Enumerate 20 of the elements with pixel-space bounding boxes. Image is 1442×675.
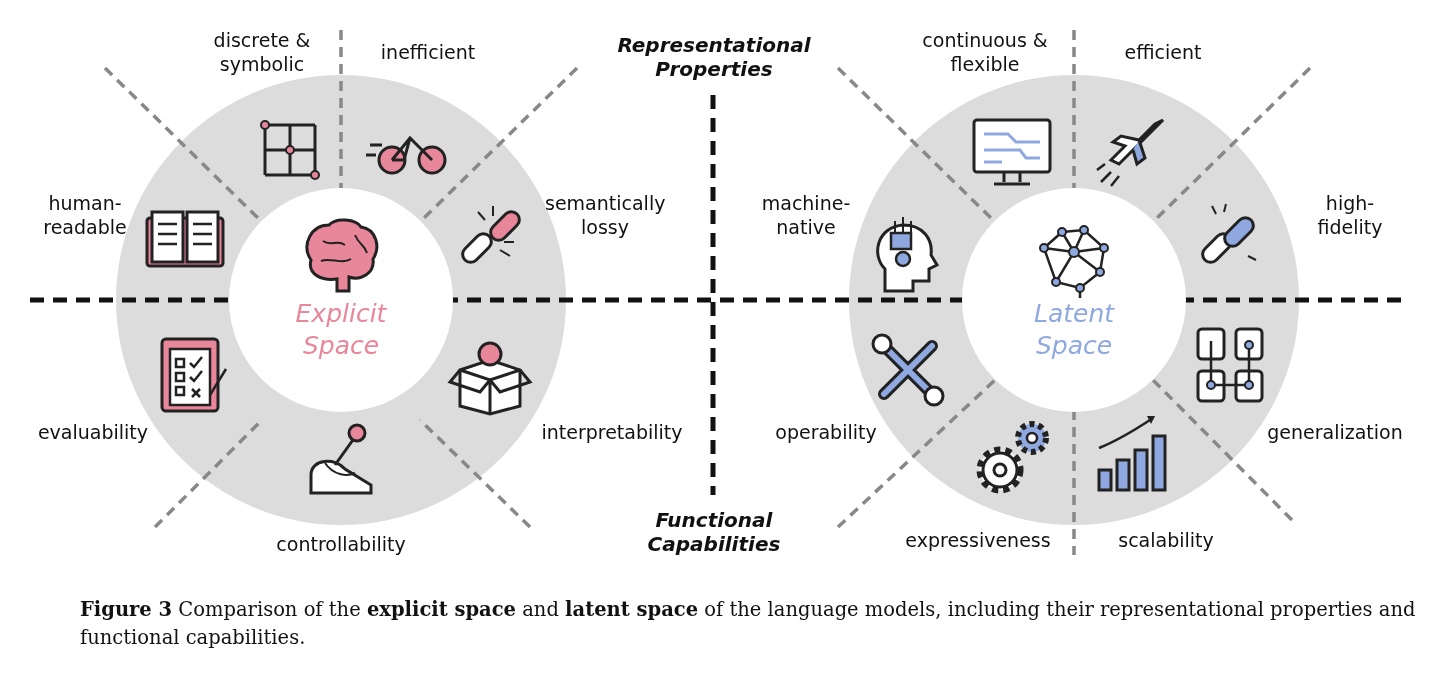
section-heading: Representational Properties [616, 33, 812, 81]
property-label: machine-native [760, 191, 852, 239]
figure-caption: Figure 3 Comparison of the explicit space and latent space of the language models, including their representational properties and functional capabilities. [80, 597, 1417, 651]
property-label: generalization [1266, 420, 1404, 444]
property-label: interpretability [540, 420, 684, 444]
property-label: efficient [1123, 40, 1203, 64]
property-label: continuous & flexible [921, 28, 1049, 76]
property-label: controllability [275, 532, 407, 556]
property-label: human-readable [42, 191, 128, 239]
space-title: Latent Space [1032, 298, 1116, 362]
property-label: expressiveness [904, 528, 1052, 552]
property-label: high-fidelity [1316, 191, 1384, 239]
space-title: Explicit Space [294, 298, 388, 362]
property-label: evaluability [36, 420, 150, 444]
section-heading: Functional Capabilities [646, 508, 782, 556]
property-label: semantically lossy [545, 191, 665, 239]
property-label: discrete & symbolic [212, 28, 312, 76]
property-label: scalability [1117, 528, 1215, 552]
property-label: inefficient [379, 40, 477, 64]
property-label: operability [774, 420, 878, 444]
